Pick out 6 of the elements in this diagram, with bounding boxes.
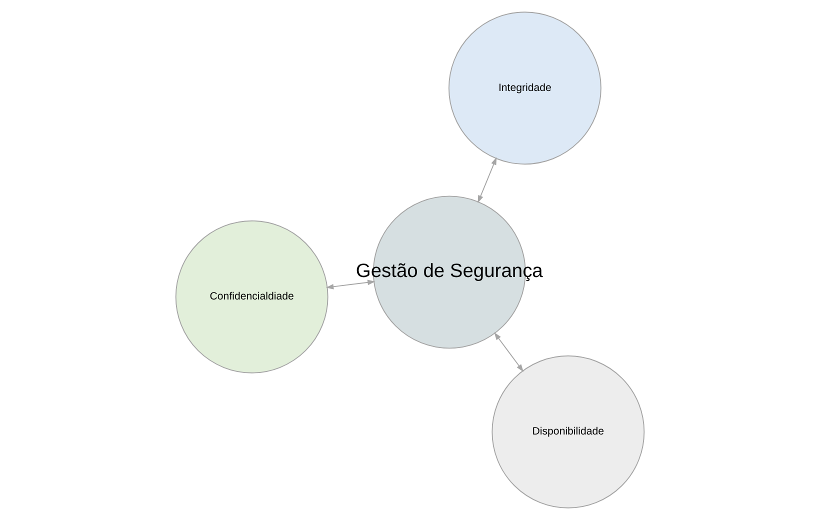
arrow bbox=[494, 332, 524, 372]
node-circle: Confidencialdiade bbox=[174, 220, 328, 374]
arrow bbox=[325, 280, 375, 290]
node-circle: Disponibilidade bbox=[491, 355, 644, 508]
arrow bbox=[477, 157, 496, 204]
node-label: Gestão de Segurança bbox=[355, 261, 542, 282]
